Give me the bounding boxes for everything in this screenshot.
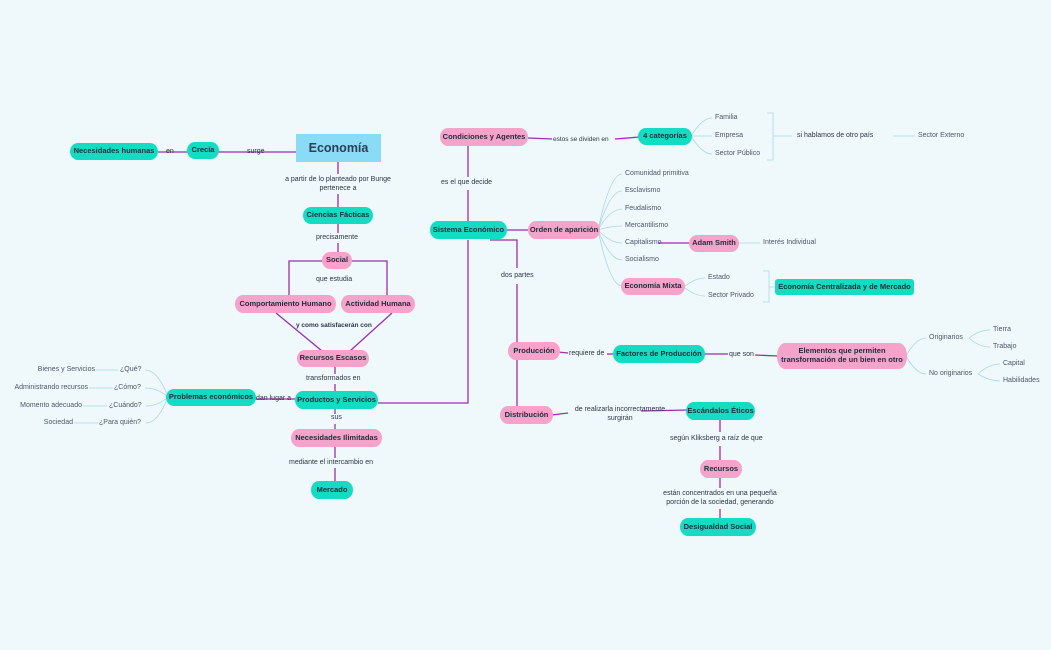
- cuatro-categorias-node[interactable]: 4 categorías: [638, 128, 692, 145]
- leaf-para-quien[interactable]: ¿Para quién?: [99, 419, 142, 426]
- label-dos-partes: dos partes: [501, 272, 534, 279]
- label-y-como: y como satisfacerán con: [296, 322, 372, 329]
- label-estos-dividen: estos se dividen en: [553, 136, 609, 143]
- leaf-esclavismo[interactable]: Esclavismo: [625, 187, 661, 194]
- productos-servicios-node[interactable]: Productos y Servicios: [295, 391, 378, 409]
- leaf-trabajo[interactable]: Trabajo: [993, 343, 1017, 350]
- leaf-originarios[interactable]: Originarios: [929, 334, 963, 341]
- leaf-bienes-servicios[interactable]: Bienes y Servicios: [37, 366, 95, 373]
- recursos-escasos-node[interactable]: Recursos Escasos: [297, 350, 369, 367]
- leaf-capitalismo[interactable]: Capitalismo: [625, 239, 662, 246]
- label-bunge-line2: pertenece a: [319, 184, 357, 192]
- label-transformados: transformados en: [306, 375, 361, 382]
- label-requiere-de: requiere de: [569, 350, 605, 357]
- label-kliksberg: según Kliksberg a raíz de que: [670, 435, 763, 442]
- label-realizarla: de realizarla incorrectamente surgirán: [565, 406, 675, 424]
- elementos-line1: Elementos que permiten: [798, 346, 886, 356]
- label-precisamente: precisamente: [316, 234, 359, 241]
- label-si-hablamos: si hablamos de otro país: [797, 132, 874, 139]
- leaf-feudalismo[interactable]: Feudalismo: [625, 205, 662, 212]
- leaf-como[interactable]: ¿Cómo?: [114, 384, 141, 391]
- mercado-node[interactable]: Mercado: [311, 481, 353, 499]
- adam-smith-node[interactable]: Adam Smith: [689, 235, 739, 252]
- ciencias-facticas-node[interactable]: Ciencias Fácticas: [303, 207, 373, 224]
- orden-aparicion-node[interactable]: Orden de aparición: [528, 221, 600, 239]
- recursos-node[interactable]: Recursos: [700, 460, 742, 478]
- elementos-node[interactable]: Elementos que permiten transformación de…: [777, 343, 907, 369]
- leaf-socialismo[interactable]: Socialismo: [625, 256, 659, 263]
- condiciones-agentes-node[interactable]: Condiciones y Agentes: [440, 128, 528, 146]
- actividad-humana-node[interactable]: Actividad Humana: [341, 295, 415, 313]
- leaf-mercantilismo[interactable]: Mercantilismo: [625, 222, 669, 229]
- label-concentrados-line1: están concentrados en una pequeña: [663, 490, 777, 497]
- economia-mixta-node[interactable]: Economía Mixta: [621, 278, 685, 295]
- label-surge: surge: [247, 148, 265, 155]
- comportamiento-humano-node[interactable]: Comportamiento Humano: [235, 295, 336, 313]
- label-concentrados-line2: porción de la sociedad, generando: [666, 498, 774, 506]
- leaf-sector-privado[interactable]: Sector Privado: [708, 292, 754, 299]
- leaf-sector-publico[interactable]: Sector Público: [715, 150, 761, 157]
- distribucion-node[interactable]: Distribución: [500, 406, 553, 424]
- leaf-estado[interactable]: Estado: [708, 274, 730, 281]
- factores-produccion-node[interactable]: Factores de Producción: [613, 345, 705, 363]
- leaf-cuando[interactable]: ¿Cuándo?: [109, 402, 142, 409]
- problemas-economicos-node[interactable]: Problemas económicos: [166, 389, 256, 406]
- sistema-economico-node[interactable]: Sistema Económico: [430, 221, 507, 239]
- produccion-node[interactable]: Producción: [508, 342, 560, 360]
- escandalos-eticos-node[interactable]: Escándalos Éticos: [686, 402, 755, 420]
- label-que-son: que son: [729, 351, 754, 358]
- leaf-sociedad[interactable]: Sociedad: [43, 419, 73, 426]
- label-realizarla-line2: surgirán: [607, 414, 633, 422]
- label-realizarla-line1: de realizarla incorrectamente: [574, 406, 666, 413]
- leaf-momento[interactable]: Momento adecuado: [20, 402, 82, 409]
- leaf-familia[interactable]: Familia: [715, 114, 738, 121]
- label-bunge-line1: a partir de lo planteado por Bunge: [285, 176, 391, 183]
- label-mediante: mediante el intercambio en: [289, 459, 374, 466]
- leaf-tierra[interactable]: Tierra: [993, 326, 1012, 333]
- leaf-interes-individual[interactable]: Interés Individual: [763, 239, 816, 246]
- necesidades-ilimitadas-node[interactable]: Necesidades Ilimitadas: [291, 429, 382, 447]
- label-sus: sus: [331, 414, 342, 421]
- label-concentrados: están concentrados en una pequeña porció…: [652, 490, 788, 508]
- necesidades-humanas-node[interactable]: Necesidades humanas: [70, 143, 158, 160]
- leaf-administrando[interactable]: Administrando recursos: [14, 384, 88, 391]
- desigualdad-social-node[interactable]: Desigualdad Social: [680, 518, 756, 536]
- label-dan-lugar: dan lugar a: [256, 395, 292, 402]
- leaf-comunidad-primitiva[interactable]: Comunidad primitiva: [625, 170, 689, 177]
- leaf-empresa[interactable]: Empresa: [715, 132, 744, 139]
- leaf-sector-externo[interactable]: Sector Externo: [918, 132, 965, 139]
- elementos-line2: transformación de un bien en otro: [781, 355, 903, 364]
- label-bunge: a partir de lo planteado por Bunge perte…: [277, 176, 399, 194]
- leaf-que[interactable]: ¿Qué?: [120, 366, 142, 373]
- leaf-capital[interactable]: Capital: [1003, 360, 1025, 367]
- crecia-node[interactable]: Crecía: [187, 142, 219, 159]
- label-que-estudia: que estudia: [316, 276, 353, 283]
- economia-centralizada-node[interactable]: Economía Centralizada y de Mercado: [775, 279, 914, 295]
- leaf-no-originarios[interactable]: No originarios: [929, 370, 973, 377]
- leaf-habilidades[interactable]: Habilidades: [1003, 377, 1040, 384]
- social-node[interactable]: Social: [322, 252, 352, 269]
- label-en: en: [166, 148, 174, 155]
- economia-root-node[interactable]: Economía: [296, 134, 381, 162]
- label-es-el-que: es el que decide: [441, 179, 492, 186]
